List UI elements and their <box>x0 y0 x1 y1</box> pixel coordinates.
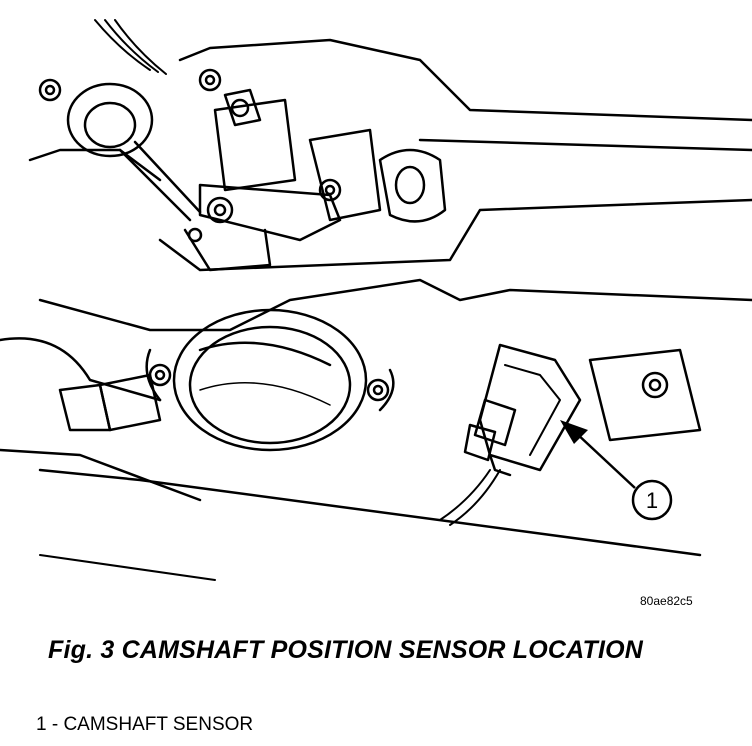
engine-line-drawing: 1 <box>0 19 752 581</box>
bolt-top-left <box>38 78 62 102</box>
callout-leader-arrow <box>560 420 636 489</box>
lower-manifold <box>38 278 752 332</box>
wire-harness <box>94 19 167 75</box>
figure-caption: Fig. 3 CAMSHAFT POSITION SENSOR LOCATION <box>48 636 644 664</box>
sensor-wire <box>439 469 501 526</box>
callout-1: 1 <box>631 479 673 521</box>
callout-1-number: 1 <box>646 488 658 513</box>
bolt-top-center <box>198 68 222 92</box>
throttle-body-opening <box>145 308 395 452</box>
figure-image-id: 80ae82c5 <box>640 594 693 608</box>
right-block <box>588 348 702 442</box>
manifold-boss <box>378 148 447 223</box>
camshaft-sensor-body <box>463 343 582 477</box>
actuator-housing <box>213 98 297 192</box>
upper-manifold <box>178 38 752 152</box>
center-bracket <box>308 128 382 222</box>
legend-item-1: 1 - CAMSHAFT SENSOR <box>36 714 254 735</box>
throttle-linkage <box>198 183 342 242</box>
hose-fitting <box>66 82 154 158</box>
